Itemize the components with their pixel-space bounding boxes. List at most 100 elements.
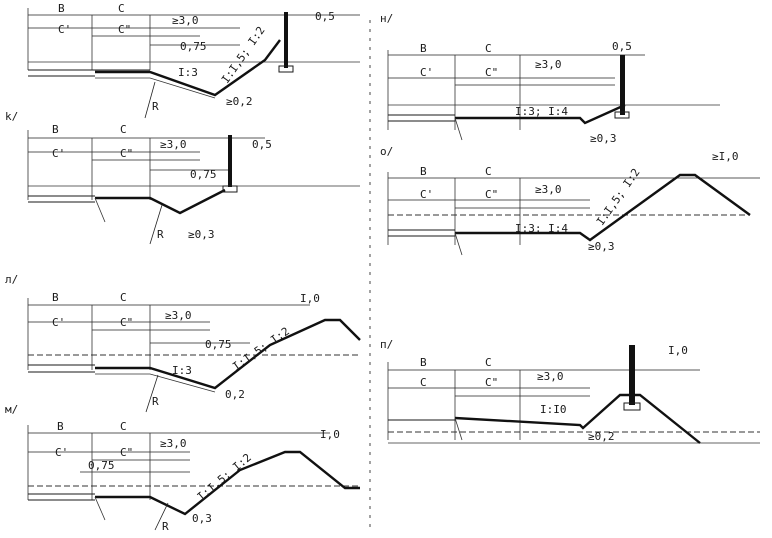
label-min-3: ≥3,0 [165,309,192,322]
label-c-prime: C' [58,23,71,36]
label-min-3: ≥3,0 [160,437,187,450]
shoulder-edge [94,496,106,521]
panel-2: k/ B C C' C" ≥3,0 0,5 0,75 R ≥0,3 [5,110,360,245]
label-b: B [420,165,427,178]
post-base [222,185,238,193]
label-10: I,0 [668,344,688,357]
label-depth: ≥0,2 [226,95,253,108]
label-b: B [57,420,64,433]
label-c: C [118,2,125,15]
label-b: B [52,291,59,304]
label-b: B [420,42,427,55]
r-leader [145,374,159,413]
slope-label: I:I0 [540,403,567,416]
label-min-3: ≥3,0 [537,370,564,383]
label-c-double-prime: C" [120,147,133,160]
post [620,55,625,115]
label-10: I,0 [300,292,320,305]
label-c: C [120,420,127,433]
slope-label: I:3; I:4 [515,222,568,235]
label-r: R [152,395,159,408]
label-c-prime: C [420,376,427,389]
panel-6: о/ B C C' C" ≥3,0 ≥I,0 I:3; I:4 I:I,5; I… [380,145,760,256]
label-min-3: ≥3,0 [172,14,199,27]
panel-tag: k/ [5,110,18,123]
ditch-inner [95,77,216,99]
label-depth: ≥0,3 [590,132,617,145]
label-c-double-prime: C" [120,446,133,459]
label-c-prime: C' [55,446,68,459]
panel-tag: м/ [5,403,18,416]
post [284,12,288,68]
slope-label: I:I,5; I:2 [230,325,292,374]
label-c: C [120,123,127,136]
label-10: ≥I,0 [712,150,739,163]
ditch-profile [455,103,626,125]
label-c-prime: C' [420,188,433,201]
slope-label: I:I,5; I:2 [195,451,254,504]
label-b: B [420,356,427,369]
label-c-prime: C' [52,147,65,160]
label-b: B [58,2,65,15]
panel-7: п/ B C C C" ≥3,0 I,0 I:I0 ≥0,2 [380,338,760,444]
post-base [278,65,294,73]
label-10: I,0 [320,428,340,441]
slope-label: I:3 [172,364,192,377]
label-r: R [162,520,169,533]
slope-label: I:3; I:4 [515,105,568,118]
label-depth: 0,3 [192,512,212,525]
label-c: C [485,42,492,55]
label-c-double-prime: C" [485,66,498,79]
label-c-double-prime: C" [120,316,133,329]
label-05: 0,5 [252,138,272,151]
panel-tag: л/ [5,273,18,286]
post-base [614,111,630,119]
ditch-profile [95,39,281,97]
ditch-profile [454,393,701,444]
post [629,345,635,405]
label-depth: ≥0,2 [588,430,615,443]
r-leader [144,81,156,119]
label-c-prime: C' [420,66,433,79]
label-min-3: ≥3,0 [535,58,562,71]
label-075: 0,75 [190,168,217,181]
ditch-profile [95,318,361,390]
label-05: 0,5 [315,10,335,23]
label-min-3: ≥3,0 [535,183,562,196]
label-r: R [152,100,159,113]
post-base [623,402,641,411]
panel-1: B C C' C" ≥3,0 0,5 0,75 I:3 I:I,5; I:2 R… [27,2,360,119]
label-c-double-prime: C" [118,23,131,36]
label-min-3: ≥3,0 [160,138,187,151]
ditch-profile [95,188,226,215]
panel-5: н/ B C C' C" ≥3,0 0,5 I:3; I:4 ≥0,3 [380,12,720,145]
label-depth: ≥0,3 [188,228,215,241]
label-c: C [120,291,127,304]
label-c-double-prime: C" [485,376,498,389]
r-leader [154,502,169,531]
label-05: 0,5 [612,40,632,53]
post [228,135,232,187]
shoulder-edge [454,232,463,256]
ditch-inner [95,373,216,393]
slope-label: I:3 [178,66,198,79]
ditch-profile [455,173,751,242]
panel-4: м/ B C C' C" ≥3,0 I,0 0,75 I:I,5; I:2 R … [5,403,360,533]
panel-tag: п/ [380,338,393,351]
label-075: 0,75 [180,40,207,53]
label-depth: 0,2 [225,388,245,401]
panel-tag: н/ [380,12,393,25]
panel-3: л/ B C C' C" ≥3,0 I,0 0,75 I:3 I:I,5; I:… [5,273,361,413]
label-c: C [485,356,492,369]
ditch-profile [95,450,360,516]
r-leader [149,204,163,245]
label-075: 0,75 [205,338,232,351]
label-b: B [52,123,59,136]
label-depth: ≥0,3 [588,240,615,253]
label-c: C [485,165,492,178]
shoulder-edge [454,417,463,441]
panel-tag: о/ [380,145,393,158]
shoulder-edge [454,117,463,141]
label-c-prime: C' [52,316,65,329]
